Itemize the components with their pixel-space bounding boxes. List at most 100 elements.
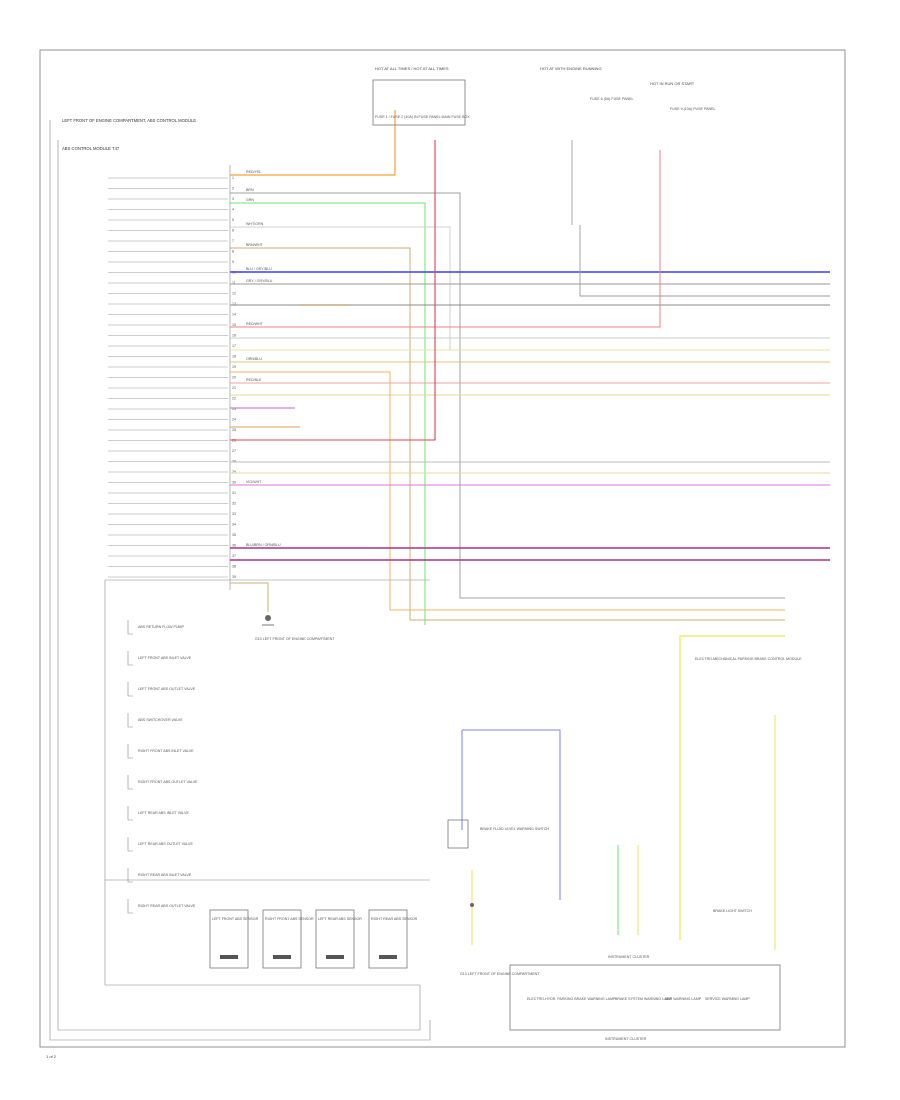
valve-label: RIGHT FRONT ABS OUTLET VALVE — [138, 780, 198, 784]
pin-number: 13 — [232, 302, 236, 306]
valve-coil-icon — [127, 899, 133, 914]
valve-coil-icon — [127, 713, 133, 728]
ebk-module-label: ELECTRO-MECHANICAL PARKING BRAKE CONTROL… — [695, 657, 802, 661]
valve-label: LEFT REAR ABS OUTLET VALVE — [138, 842, 193, 846]
pin-number: 19 — [232, 365, 236, 369]
wire-group — [230, 110, 830, 950]
wire-red-yel — [230, 110, 396, 176]
cluster-item-0: ELECTRO-HYDR. PARKING BRAKE WARNING LAMP — [527, 997, 616, 1001]
pin-number: 2 — [232, 187, 234, 191]
wire-wht-grn — [230, 226, 830, 351]
fuse-block: HOT AT ALL TIMES / HOT AT ALL TIMES FUSE… — [372, 66, 715, 126]
wire-label-11: BLU/BRN / ORN/BLU — [246, 543, 281, 547]
brake-fluid-switch-icon — [447, 819, 474, 907]
wire-label-3: WHT/GRN — [246, 222, 264, 226]
valve-coil-icon — [127, 744, 133, 759]
pin-number: 33 — [232, 512, 236, 516]
valve-list: ABS RETURN FLOW PUMP LEFT FRONT ABS INLET… — [127, 620, 198, 914]
valve-label: ABS RETURN FLOW PUMP — [138, 625, 185, 629]
valve-label: RIGHT FRONT ABS INLET VALVE — [138, 749, 194, 753]
pin-number: 3 — [232, 197, 234, 201]
pin-number: 7 — [232, 239, 234, 243]
sensor-connector-icon — [220, 955, 238, 959]
wire-blu-2 — [462, 729, 561, 900]
pin-number: 23 — [232, 407, 236, 411]
module-outline — [49, 120, 431, 1041]
valve-label: ABS SWITCHOVER VALVE — [138, 718, 183, 722]
wire-label-5: BLU / GRY/BLU — [246, 267, 272, 271]
fuse-1-desc: FUSE 1 / FUSE 2 (40A) IN FUSE PANEL MAIN… — [375, 115, 470, 119]
pin-number: 17 — [232, 344, 236, 348]
pin-number: 5 — [232, 218, 234, 222]
wire-label-4: BRN/WHT — [246, 243, 264, 247]
cluster-box — [509, 964, 781, 1031]
sensor-connector-icon — [273, 955, 291, 959]
fuse-panel-box — [372, 79, 466, 126]
wire-yel-ebk — [679, 635, 785, 940]
ground-label: G10 LEFT FRONT OF ENGINE COMPARTMENT — [255, 637, 335, 641]
sensor-connector-icon — [379, 955, 397, 959]
pin-number: 21 — [232, 386, 236, 390]
pin-number: 6 — [232, 229, 234, 233]
valve-coil-icon — [127, 806, 133, 821]
sensor-connector-icon — [326, 955, 344, 959]
wire-label-0: RED/YEL — [246, 170, 261, 174]
pin-number: 35 — [232, 533, 236, 537]
wire-grn — [230, 202, 426, 625]
fuse-2-desc: FUSE 6 (5A) FUSE PANEL — [590, 97, 633, 101]
wire-label-10: VIO/WHT — [246, 480, 262, 484]
pin-number: 32 — [232, 502, 236, 506]
wire-red-2 — [230, 140, 436, 441]
valve-label: LEFT REAR ABS INLET VALVE — [138, 811, 189, 815]
pin-number: 15 — [232, 323, 236, 327]
wire-red-wht — [230, 150, 661, 328]
pin-number: 12 — [232, 292, 236, 296]
abs-sensor-box — [368, 909, 408, 969]
wire-labels: RED/YEL BRN GRN WHT/GRN BRN/WHT BLU / GR… — [246, 170, 281, 547]
brake-fluid-label: BRAKE FLUID LEVEL WARNING SWITCH — [480, 827, 549, 831]
wire-brn-wht — [230, 247, 785, 621]
valve-coil-icon — [127, 868, 133, 883]
valve-coil-icon — [127, 620, 133, 635]
cluster-item-2: ABS WARNING LAMP — [665, 997, 702, 1001]
pin-number: 38 — [232, 565, 236, 569]
ground-right-label: G13 LEFT FRONT OF ENGINE COMPARTMENT — [460, 972, 540, 976]
pin-number: 18 — [232, 355, 236, 359]
pin-number: 16 — [232, 334, 236, 338]
pin-number: 9 — [232, 260, 234, 264]
pin-number: 29 — [232, 470, 236, 474]
cluster-label: INSTRUMENT CLUSTER — [608, 955, 650, 959]
valve-label: RIGHT REAR ABS OUTLET VALVE — [138, 904, 196, 908]
diagram-frame — [39, 49, 846, 1048]
fuse-1-label: HOT AT ALL TIMES / HOT AT ALL TIMES — [375, 66, 449, 71]
abs-sensor-box — [209, 909, 249, 969]
footer-label: INSTRUMENT CLUSTER — [605, 1037, 647, 1041]
valve-label: RIGHT REAR ABS INLET VALVE — [138, 873, 192, 877]
cluster-item-3: SERVICE WARNING LAMP — [705, 997, 750, 1001]
pin-number: 1 — [232, 176, 234, 180]
pin-number: 22 — [232, 397, 236, 401]
pin-number: 34 — [232, 523, 236, 527]
module-title: LEFT FRONT OF ENGINE COMPARTMENT, ABS CO… — [62, 118, 196, 123]
pin-number: 31 — [232, 491, 236, 495]
valve-coil-icon — [127, 682, 133, 697]
abs-sensor-box — [262, 909, 302, 969]
pin-number: 14 — [232, 313, 236, 317]
abs-sensor-label: RIGHT FRONT ABS SENSOR — [265, 917, 314, 921]
pin-number: 28 — [232, 460, 236, 464]
pin-number: 8 — [232, 250, 234, 254]
pin-number: 25 — [232, 428, 236, 432]
valve-label: LEFT FRONT ABS INLET VALVE — [138, 656, 192, 660]
pin-number: 27 — [232, 449, 236, 453]
module-connector: ABS CONTROL MODULE T47 — [62, 146, 120, 151]
page-number: 1 of 2 — [46, 1054, 57, 1059]
valve-label: LEFT FRONT ABS OUTLET VALVE — [138, 687, 196, 691]
wire-label-6: GRY / GRY/BLU — [246, 279, 273, 283]
wire-label-2: GRN — [246, 198, 254, 202]
pin-number: 11 — [232, 281, 236, 285]
ground-icon — [262, 615, 274, 626]
wire-brn-gnd — [230, 582, 269, 612]
pin-number: 36 — [232, 544, 236, 548]
valve-coil-icon — [127, 775, 133, 790]
